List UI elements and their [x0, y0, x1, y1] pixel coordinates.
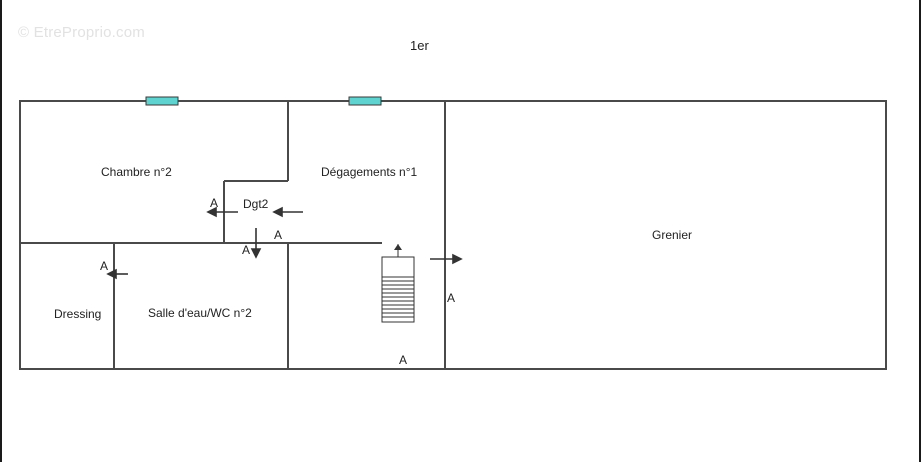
access-mark: A: [100, 259, 109, 273]
arrow-left-icon-degagements-dgt2: [272, 206, 303, 218]
room-label-chambre: Chambre n°2: [101, 165, 172, 179]
room-label-dgt2: Dgt2: [243, 197, 269, 211]
access-mark: A: [242, 243, 251, 257]
room-label-salle: Salle d'eau/WC n°2: [148, 306, 252, 320]
stair-direction-arrow-icon: [394, 244, 402, 250]
access-mark: A: [210, 196, 219, 210]
access-mark: A: [399, 353, 408, 367]
staircase: [381, 244, 415, 323]
window-degagements: [348, 96, 382, 106]
outer-walls: [19, 100, 887, 370]
access-mark: A: [447, 291, 456, 305]
arrow-left-icon-salle-dressing: [106, 268, 128, 280]
floor-level-label: 1er: [410, 38, 429, 53]
window-chambre: [145, 96, 179, 106]
room-label-grenier: Grenier: [652, 228, 693, 242]
arrow-right-icon-degagements-grenier: [430, 253, 463, 265]
arrow-left-icon-dgt2-chambre: [206, 206, 238, 218]
watermark: © EtreProprio.com: [18, 24, 145, 41]
room-label-dressing: Dressing: [54, 307, 102, 321]
arrow-down-icon-dgt2-salle: [250, 228, 262, 259]
access-mark: A: [274, 228, 283, 242]
room-label-degagements: Dégagements n°1: [321, 165, 418, 179]
